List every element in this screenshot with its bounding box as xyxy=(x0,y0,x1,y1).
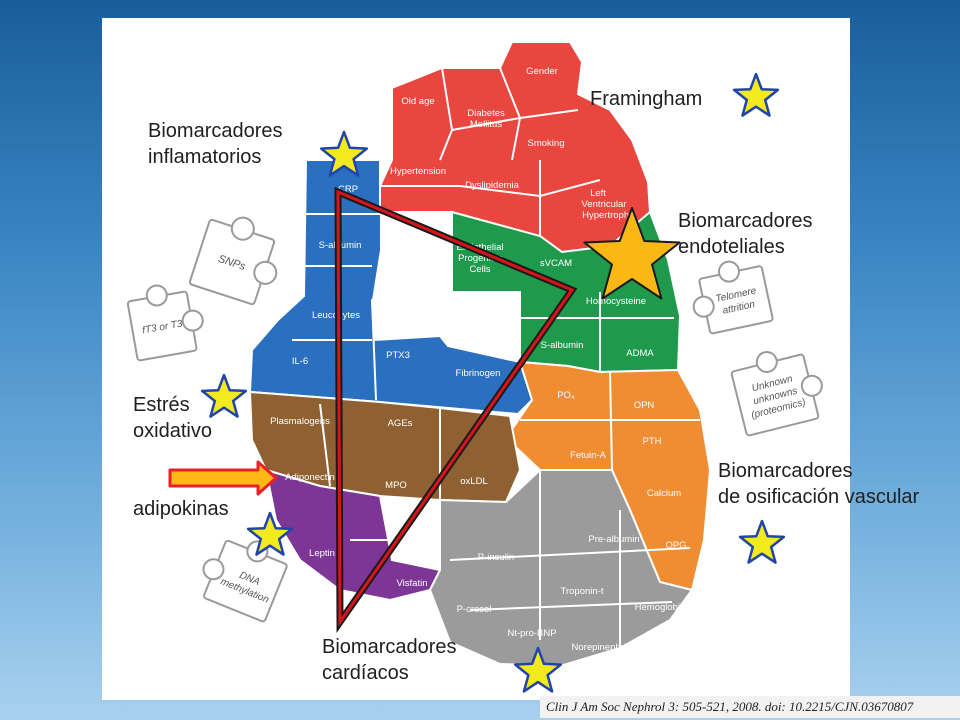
piece-ages: AGEs xyxy=(388,418,413,429)
missing-piece-hole xyxy=(372,212,442,300)
piece-homocysteine: Homocysteine xyxy=(586,296,646,307)
piece-dyslipidemia: Dyslipidemia xyxy=(465,180,520,191)
label-endoteliales: Biomarcadores endoteliales xyxy=(678,208,813,260)
piece-p-cresol: P-cresol xyxy=(457,604,492,615)
piece-diabetes-2: Mellitus xyxy=(470,119,502,130)
piece-fetuin: Fetuin-A xyxy=(570,450,607,461)
piece-endothelial-2: Progenitor xyxy=(458,253,502,264)
outside-pieces: SNPs fT3 or T3 Telomere attrition Unknow… xyxy=(126,216,823,623)
piece-troponin: Troponin-t xyxy=(561,586,604,597)
label-line: Biomarcadores xyxy=(322,636,457,658)
label-adipokinas: adipokinas xyxy=(133,496,229,522)
star-icon-framingham xyxy=(732,72,780,117)
piece-calcium: Calcium xyxy=(647,488,681,499)
label-line: Biomarcadores xyxy=(678,210,813,232)
label-inflamatorios: Biomarcadores inflamatorios xyxy=(148,118,283,170)
label-line: de osificación vascular xyxy=(718,486,920,508)
piece-po4: PO₄ xyxy=(557,390,575,401)
piece-plasmalogens: Plasmalogens xyxy=(270,416,330,427)
label-osificacion: Biomarcadores de osificación vascular xyxy=(718,458,919,510)
piece-opn: OPN xyxy=(634,400,655,411)
piece-norepinephrine: Norepinephrine xyxy=(572,642,637,653)
piece-gender: Gender xyxy=(526,66,558,77)
piece-endothelial-1: Endothelial xyxy=(456,242,503,253)
label-cardiacos: Biomarcadores cardíacos xyxy=(322,634,457,686)
piece-adiponectin: Adiponectin xyxy=(285,472,335,483)
piece-pth: PTH xyxy=(643,436,662,447)
triangle-overlay xyxy=(334,186,578,634)
piece-p-insulin: P-insulin xyxy=(478,552,514,563)
piece-lvh-2: Ventricular xyxy=(582,199,627,210)
missing-piece-hole xyxy=(448,292,520,362)
piece-unknown: Unknown unknowns (proteomics) xyxy=(730,351,823,437)
label-framingham: Framingham xyxy=(590,86,702,112)
piece-ptx3: PTX3 xyxy=(386,350,410,361)
piece-dna: DNA methylation xyxy=(202,539,288,623)
piece-svcam: sVCAM xyxy=(540,258,572,269)
piece-hyaluronan: Hyaluronan xyxy=(388,300,437,311)
piece-old-age: Old age xyxy=(401,96,434,107)
star-icon-osificacion xyxy=(738,519,786,564)
star-icon-adipokinas xyxy=(246,511,294,556)
piece-snps: SNPs xyxy=(188,216,278,306)
piece-lvh-1: Left xyxy=(590,188,606,199)
label-text: Framingham xyxy=(590,88,703,110)
piece-lvh-3: Hypertrophy xyxy=(582,210,634,221)
piece-oxldl: oxLDL xyxy=(460,476,487,487)
piece-adma: ADMA xyxy=(626,348,654,359)
piece-hypertension: Hypertension xyxy=(390,166,446,177)
label-estres-oxidativo: Estrés oxidativo xyxy=(133,392,212,444)
piece-leptin: Leptin xyxy=(309,548,335,559)
piece-ft3: fT3 or T3 xyxy=(126,284,204,362)
piece-endothelial-3: Cells xyxy=(469,264,490,275)
piece-fibrinogen: Fibrinogen xyxy=(456,368,501,379)
label-line: endoteliales xyxy=(678,236,785,258)
stars xyxy=(200,72,786,693)
piece-crp: CRP xyxy=(338,184,358,195)
star-icon-estres xyxy=(200,373,248,418)
piece-il6: IL-6 xyxy=(292,356,308,367)
label-line: inflamatorios xyxy=(148,146,262,168)
piece-diabetes-1: Diabetes xyxy=(467,108,505,119)
piece-telomere: Telomere attrition xyxy=(692,260,774,335)
arrow-icon xyxy=(168,460,278,496)
label-text: adipokinas xyxy=(133,498,229,520)
label-line: Biomarcadores xyxy=(718,460,853,482)
star-icon-endoteliales xyxy=(583,207,681,300)
citation: Clin J Am Soc Nephrol 3: 505-521, 2008. … xyxy=(540,696,960,718)
piece-opg: OPG xyxy=(665,540,686,551)
piece-s-albumin-2: S-albumin xyxy=(541,340,584,351)
label-line: oxidativo xyxy=(133,420,212,442)
piece-smoking: Smoking xyxy=(528,138,565,149)
star-icon-inflamatorios xyxy=(319,130,369,177)
star-icon-cardiacos xyxy=(513,646,563,693)
label-line: Biomarcadores xyxy=(148,120,283,142)
piece-nt-pro-bnp: Nt-pro-BNP xyxy=(507,628,556,639)
label-line: Estrés xyxy=(133,394,190,416)
piece-visfatin: Visfatin xyxy=(397,578,428,589)
piece-mpo: MPO xyxy=(385,480,407,491)
label-line: cardíacos xyxy=(322,662,409,684)
region-gray xyxy=(428,469,694,668)
piece-hemoglobin: Hemoglobin xyxy=(635,602,686,613)
piece-pre-albumin: Pre-albumin xyxy=(588,534,639,545)
